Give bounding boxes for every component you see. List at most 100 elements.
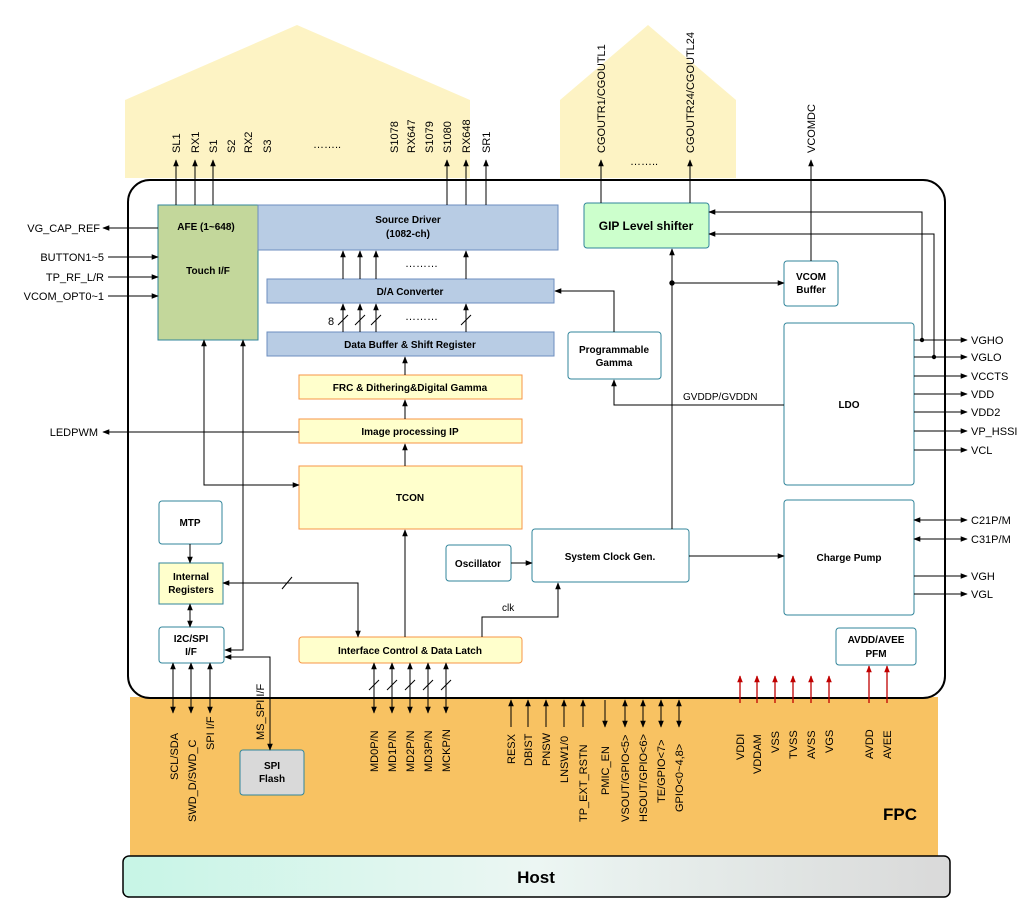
signal-avdd: AVDD [864,729,876,759]
prog-gamma-label-2: Gamma [596,358,633,369]
signal-mck: MCKP/N [441,729,453,772]
da-converter-label: D/A Converter [377,287,444,298]
oscillator-block: Oscillator [445,544,512,582]
top-signal-s3: S3 [262,140,274,153]
fpc-label: FPC [883,805,917,824]
signal-vglo: VGLO [971,352,1002,364]
internal-registers-label-2: Registers [168,585,214,596]
signal-avss: AVSS [806,730,818,759]
signal-dbist: DBIST [523,733,535,766]
bottom-signal-labels: SCL/SDA SWD_D/SWD_C SPI I/F MS_SPI I/F M… [169,683,894,822]
prog-gamma-label-1: Programmable [579,345,649,356]
source-driver-block: Source Driver (1082-ch) [257,204,559,251]
clk-label: clk [502,603,515,614]
signal-md3: MD3P/N [423,730,435,772]
charge-pump-label: Charge Pump [816,553,881,564]
signal-vgh: VGH [971,571,995,583]
top-signal-s2: S2 [226,140,238,153]
signal-tp-ext-rstn: TP_EXT_RSTN [578,744,590,822]
signal-md1: MD1P/N [387,730,399,772]
top-signal-s1: S1 [208,140,220,153]
spi-flash-block: SPI Flash [239,749,305,796]
top-output-lines [173,159,814,261]
signal-vgl: VGL [971,589,993,601]
interface-control-label: Interface Control & Data Latch [338,646,482,657]
signal-vddi: VDDI [735,734,747,760]
signal-gpio: GPIO<0~4,8> [674,744,686,812]
internal-registers-label-1: Internal [173,572,209,583]
gip-level-shifter-block: GIP Level shifter [583,202,710,249]
signal-tvss: TVSS [788,730,800,759]
top-signal-cgout1: CGOUTR1/CGOUTL1 [596,44,608,153]
ldo-label: LDO [838,400,859,411]
signal-spi-if: SPI I/F [205,716,217,750]
left-signal-labels: VG_CAP_REF BUTTON1~5 TP_RF_L/R VCOM_OPT0… [24,223,104,439]
dots-lower: ……… [405,311,438,323]
frc-label: FRC & Dithering&Digital Gamma [333,383,488,394]
mtp-label: MTP [179,518,200,529]
dots-upper: ……… [405,258,438,270]
data-buffer-label: Data Buffer & Shift Register [344,340,476,351]
signal-vcl: VCL [971,445,992,457]
top-signal-s1078: S1078 [389,121,401,153]
signal-pmic-en: PMIC_EN [600,746,612,795]
source-driver-channels: (1082-ch) [386,229,430,240]
signal-pnsw: PNSW [541,732,553,766]
i2c-spi-label-1: I2C/SPI [174,634,209,645]
ldo-block: LDO [783,322,915,486]
tcon-label: TCON [396,493,424,504]
internal-connections [102,209,935,653]
signal-vdd2: VDD2 [971,407,1000,419]
signal-button: BUTTON1~5 [40,252,104,264]
gip-label: GIP Level shifter [599,219,694,233]
i2c-spi-label-2: I/F [185,647,197,658]
avdd-pfm-block: AVDD/AVEE PFM [835,627,917,666]
afe-block: AFE (1~648) Touch I/F [157,204,259,341]
top-signal-rx1: RX1 [190,132,202,153]
top-output-arrow-right [560,25,736,178]
top-signal-cgout-dots: …….. [630,156,658,168]
signal-tp-rf: TP_RF_L/R [46,272,104,284]
right-signal-lines [913,337,968,597]
vcom-buffer-label-2: Buffer [796,285,826,296]
mtp-block: MTP [158,500,223,545]
afe-subtitle: Touch I/F [186,266,230,277]
signal-vcom-opt: VCOM_OPT0~1 [24,291,104,303]
right-signal-labels: VGHO VGLO VCCTS VDD VDD2 VP_HSSI VCL C21… [971,335,1017,601]
top-signal-rx647: RX647 [406,119,418,153]
top-signal-labels: SL1 RX1 S1 S2 RX2 S3 …….. S1078 RX647 S1… [171,32,818,168]
signal-vg-cap-ref: VG_CAP_REF [27,223,100,235]
system-clock-block: System Clock Gen. [531,528,690,583]
top-signal-sl1: SL1 [171,133,183,153]
top-output-arrow-left [125,25,470,178]
spi-flash-label-1: SPI [264,761,280,772]
vcom-buffer-label-1: VCOM [796,272,826,283]
signal-md2: MD2P/N [405,730,417,772]
signal-resx: RESX [506,733,518,764]
da-converter-block: D/A Converter [266,278,555,304]
avdd-pfm-label-2: PFM [865,649,886,660]
avdd-pfm-label-1: AVDD/AVEE [848,635,905,646]
programmable-gamma-block: Programmable Gamma [567,331,662,380]
spi-flash-label-2: Flash [259,774,285,785]
image-processing-block: Image processing IP [298,418,523,444]
signal-vgho: VGHO [971,335,1004,347]
signal-lnsw: LNSW1/0 [559,736,571,783]
left-signal-lines [102,225,159,299]
bus-width-label: 8 [328,316,334,328]
charge-pump-block: Charge Pump [783,499,915,616]
system-clock-label: System Clock Gen. [565,552,656,563]
top-signal-sr1: SR1 [481,132,493,153]
power-input-lines [737,665,890,703]
frc-block: FRC & Dithering&Digital Gamma [298,374,523,400]
host-bar [122,855,951,898]
interface-control-block: Interface Control & Data Latch [298,636,523,664]
junction-vglo [931,354,937,360]
signal-scl-sda: SCL/SDA [169,732,181,780]
junction-vgho [919,337,925,343]
signal-vsout: VSOUT/GPIO<5> [620,735,632,822]
top-signal-s1079: S1079 [424,121,436,153]
top-signal-vcomdc: VCOMDC [806,104,818,153]
bottom-signal-lines [170,654,682,751]
